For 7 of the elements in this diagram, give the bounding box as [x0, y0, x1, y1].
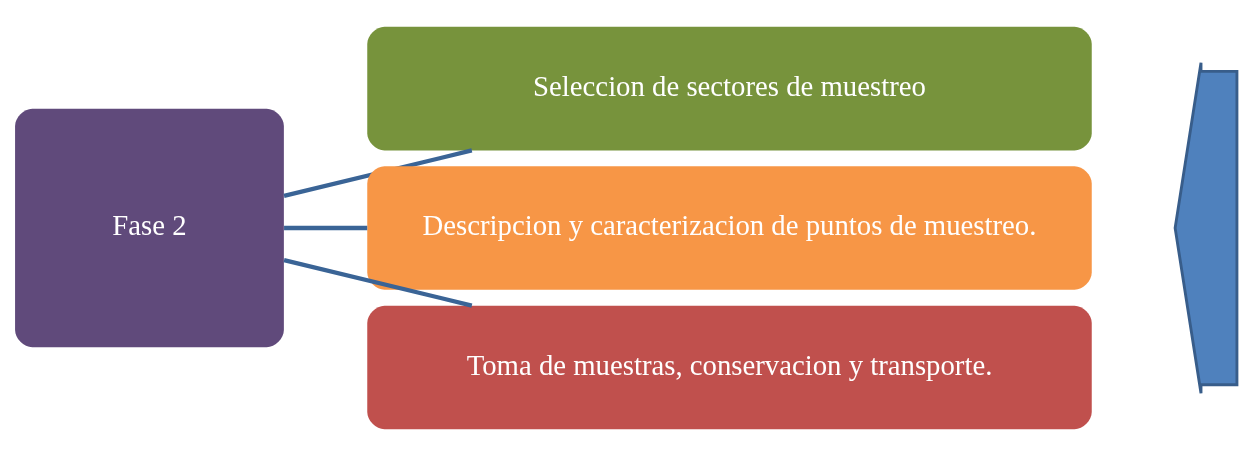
node-box: Toma de muestras, conservacion y transporte. [367, 305, 1092, 429]
node-arrow [1173, 60, 1239, 395]
node-box: Seleccion de sectores de muestreo [367, 26, 1092, 150]
node-box: Descripcion y caracterizacion de puntos de muestreo. [367, 165, 1092, 290]
node-box: Fase 2 [15, 108, 284, 347]
connector [284, 225, 368, 230]
connector [283, 257, 473, 308]
